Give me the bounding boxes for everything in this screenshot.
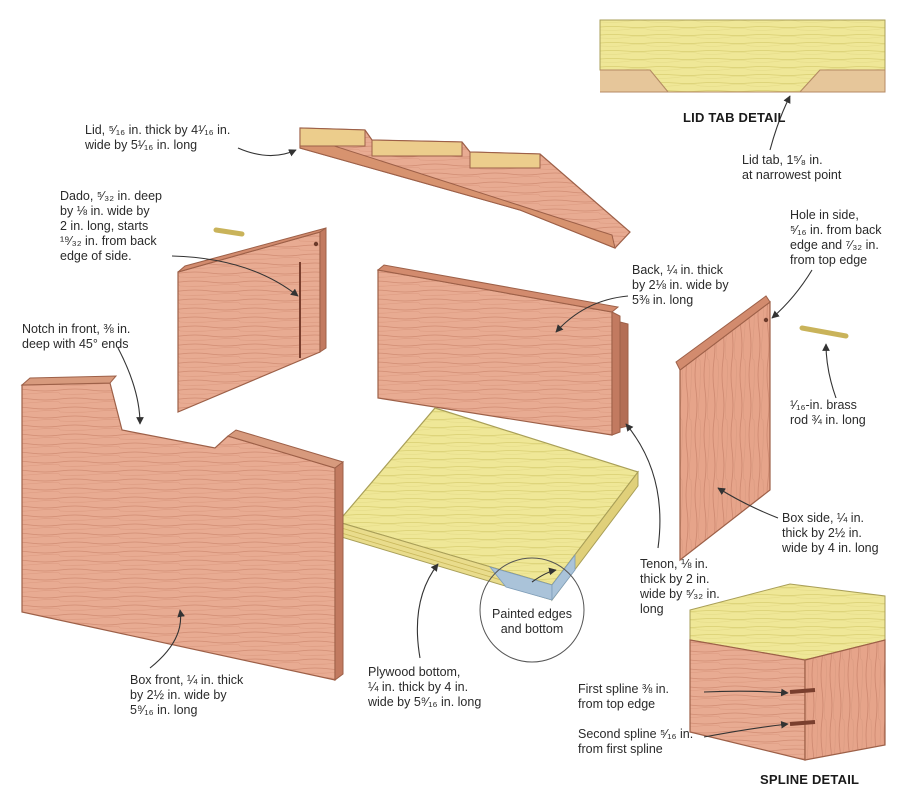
- leader-hole: [771, 269, 813, 319]
- leader-lid: [237, 147, 297, 157]
- plywood-bottom-drawing: [336, 407, 639, 602]
- leader-spline-1: [703, 688, 789, 697]
- box-front-drawing: [20, 375, 345, 681]
- leader-box-front: [149, 609, 185, 669]
- leader-notch: [117, 347, 144, 425]
- label-box-side: Box side, ¼ in. thick by 2½ in. wide by …: [782, 511, 879, 555]
- label-brass-rod: ¹⁄₁₆-in. brass rod ¾ in. long: [790, 398, 866, 427]
- lid-drawing: [299, 127, 631, 249]
- leader-plywood: [416, 563, 439, 659]
- label-first-spline: First spline ⅜ in. from top edge: [578, 682, 670, 711]
- label-second-spline: Second spline ⁵⁄₁₆ in. from first spline: [578, 727, 694, 756]
- leader-lines: [117, 95, 837, 738]
- label-dado: Dado, ⁵⁄₃₂ in. deep by ⅛ in. wide by 2 i…: [60, 189, 162, 263]
- leader-back: [555, 295, 629, 333]
- leader-painted: [531, 567, 557, 583]
- label-back: Back, ¼ in. thick by 2⅛ in. wide by 5⅜ i…: [632, 263, 729, 307]
- right-side-drawing: [675, 295, 849, 562]
- painted-edges-callout-circle: [479, 557, 585, 663]
- leader-spline-2: [703, 720, 789, 738]
- leader-rod: [822, 343, 837, 399]
- label-notch: Notch in front, ⅜ in. deep with 45° ends: [22, 322, 131, 351]
- leader-tenon: [625, 423, 661, 549]
- leader-dado: [171, 255, 299, 297]
- left-side-drawing: [177, 227, 327, 413]
- label-hole-in-side: Hole in side, ⁵⁄₁₆ in. from back edge an…: [790, 208, 882, 267]
- leader-box-side: [717, 487, 779, 519]
- leader-lid-tab: [769, 95, 791, 151]
- label-lid: Lid, ⁵⁄₁₆ in. thick by 4¹⁄₁₆ in. wide by…: [85, 123, 231, 152]
- lid-tab-detail-title: LID TAB DETAIL: [683, 110, 786, 125]
- label-painted-edges: Painted edges and bottom: [492, 607, 572, 636]
- label-box-front: Box front, ¼ in. thick by 2½ in. wide by…: [130, 673, 244, 717]
- lid-tab-detail-drawing: [599, 19, 886, 93]
- label-tenon: Tenon, ⅛ in. thick by 2 in. wide by ⁵⁄₃₂…: [640, 557, 720, 616]
- label-plywood-bottom: Plywood bottom, ¼ in. thick by 4 in. wid…: [368, 665, 482, 709]
- spline-detail-title: SPLINE DETAIL: [760, 772, 860, 787]
- spline-detail-drawing: [689, 583, 886, 761]
- label-lid-tab: Lid tab, 1⁵⁄₈ in. at narrowest point: [742, 153, 842, 182]
- back-drawing: [376, 264, 629, 436]
